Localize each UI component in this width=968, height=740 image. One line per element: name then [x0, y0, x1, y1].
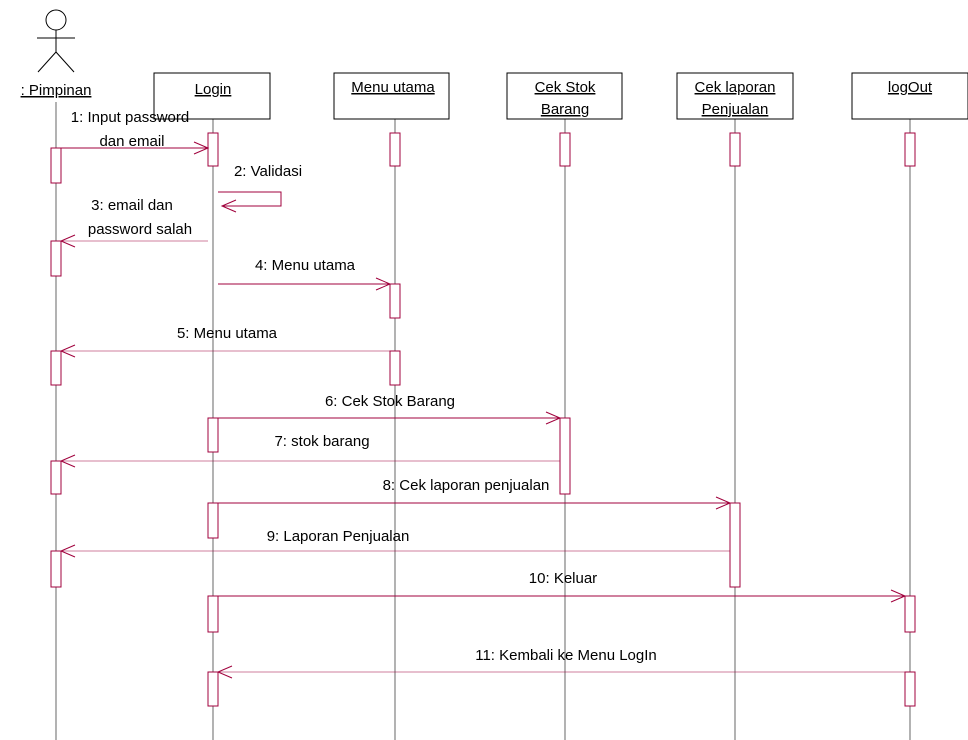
message-label-1: 1: Input password dan email [71, 109, 189, 150]
actor-pimpinan: : Pimpinan [21, 9, 92, 99]
object-login: Login [153, 72, 271, 120]
activation-login [207, 671, 219, 707]
object-label: Cek Stok [535, 79, 596, 96]
activation-login [207, 132, 219, 167]
message-label-10: 10: Keluar [529, 570, 597, 587]
object-box [153, 72, 271, 120]
message-label-11: 11: Kembali ke Menu LogIn [475, 647, 657, 664]
message-label: 2: Validasi [234, 163, 302, 180]
activation-menu [389, 283, 401, 319]
stick-figure-icon [37, 9, 75, 73]
arrowhead-5 [59, 344, 76, 358]
message-label: password salah [88, 221, 192, 238]
activation-stok [559, 132, 571, 167]
message-label-9: 9: Laporan Penjualan [267, 528, 410, 545]
object-cek-laporan-penjualan: Cek laporan Penjualan [676, 72, 794, 120]
object-label: logOut [888, 79, 933, 96]
object-label: Barang [541, 101, 589, 118]
arrowhead-9 [59, 544, 76, 558]
activation-login [207, 417, 219, 453]
activation-actor [50, 550, 62, 588]
arrowhead-4 [375, 277, 392, 291]
arrowhead-8 [715, 496, 732, 510]
arrowhead-2 [220, 199, 237, 213]
activation-login [207, 502, 219, 539]
object-logout: logOut [851, 72, 968, 120]
activation-menu [389, 350, 401, 386]
message-arrow-2 [218, 191, 282, 207]
object-label: Penjualan [702, 101, 769, 118]
message-label-6: 6: Cek Stok Barang [325, 393, 455, 410]
activation-laporan [729, 502, 741, 588]
object-label: Login [195, 81, 232, 98]
message-label-2: 2: Validasi [234, 163, 302, 180]
object-box [506, 72, 623, 120]
message-label: 4: Menu utama [255, 257, 356, 274]
activation-stok [559, 417, 571, 495]
activation-actor [50, 460, 62, 495]
message-label-3: 3: email dan password salah [88, 197, 192, 238]
activation-actor [50, 240, 62, 277]
arrowhead-11 [216, 665, 233, 679]
message-label-5: 5: Menu utama [177, 325, 278, 342]
arrowhead-10 [890, 589, 907, 603]
object-label: Menu utama [351, 79, 435, 96]
message-label: 3: email dan [91, 197, 173, 214]
message-label: dan email [99, 133, 164, 150]
arrowhead-7 [59, 454, 76, 468]
message-label: 5: Menu utama [177, 325, 278, 342]
activation-actor [50, 350, 62, 386]
activation-logout [904, 132, 916, 167]
message-label: 9: Laporan Penjualan [267, 528, 410, 545]
message-label-4: 4: Menu utama [255, 257, 356, 274]
message-label-8: 8: Cek laporan penjualan [383, 477, 550, 494]
message-label: 6: Cek Stok Barang [325, 393, 455, 410]
activation-login [207, 595, 219, 633]
activation-logout [904, 671, 916, 707]
object-box [333, 72, 450, 120]
message-label: 7: stok barang [274, 433, 369, 450]
activation-laporan [729, 132, 741, 167]
message-label: 8: Cek laporan penjualan [383, 477, 550, 494]
object-label: Cek laporan [695, 79, 776, 96]
message-label: 11: Kembali ke Menu LogIn [475, 647, 657, 664]
message-label: 10: Keluar [529, 570, 597, 587]
arrowhead-6 [545, 411, 562, 425]
arrowhead-3 [59, 234, 76, 248]
activation-actor [50, 147, 62, 184]
object-menu-utama: Menu utama [333, 72, 450, 120]
object-box [851, 72, 968, 120]
message-label: 1: Input password [71, 109, 189, 126]
object-cek-stok-barang: Cek Stok Barang [506, 72, 623, 120]
message-label-7: 7: stok barang [274, 433, 369, 450]
actor-label: : Pimpinan [21, 82, 92, 99]
arrowhead-1 [193, 141, 210, 155]
activation-menu [389, 132, 401, 167]
object-box [676, 72, 794, 120]
activation-logout [904, 595, 916, 633]
